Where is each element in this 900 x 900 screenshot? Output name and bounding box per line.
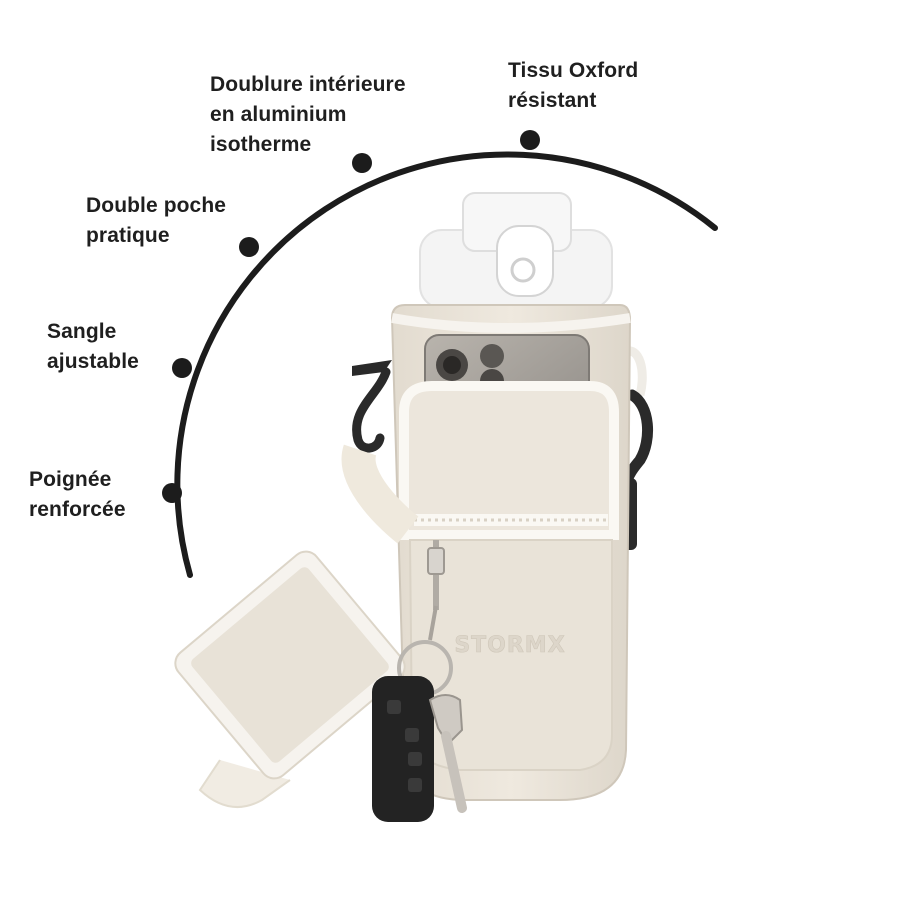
arc-dot-poche: [239, 237, 259, 257]
arc-dot-tissu: [520, 130, 540, 150]
feature-label-doublure-line-2: en aluminium: [210, 103, 347, 126]
feature-label-sangle-line-1: Sangle: [47, 320, 117, 343]
arc-dot-poignee: [162, 483, 182, 503]
feature-label-tissu-line-2: résistant: [508, 89, 597, 112]
svg-text:STORMX: STORMX: [454, 633, 565, 658]
feature-label-poche-line-1: Double poche: [86, 194, 227, 217]
feature-label-poignee: Poignée renforcée: [29, 465, 126, 525]
feature-label-doublure-line-3: isotherme: [210, 133, 312, 156]
arc-dot-sangle: [172, 358, 192, 378]
feature-emphasis-oxford: Oxford: [568, 59, 639, 82]
feature-label-doublure: Doublure intérieure en aluminium isother…: [210, 70, 406, 160]
feature-label-poche: Double poche pratique: [86, 191, 226, 251]
handle-pad: [174, 444, 419, 808]
strap-clip-left: [352, 360, 392, 453]
feature-label-sangle-line-2: ajustable: [47, 350, 139, 373]
feature-text: Tissu: [508, 59, 569, 82]
feature-label-poignee-line-1: Poignée: [29, 468, 112, 491]
feature-arc: [174, 151, 718, 578]
feature-label-poche-line-2: pratique: [86, 224, 170, 247]
feature-label-poignee-line-2: renforcée: [29, 498, 126, 521]
bottle-lid: [419, 192, 613, 309]
feature-label-sangle: Sangle ajustable: [47, 317, 139, 377]
arc-dot-doublure: [352, 153, 372, 173]
feature-label-tissu: Tissu Oxford résistant: [508, 56, 638, 116]
feature-label-doublure-line-1: Doublure intérieure: [210, 73, 406, 96]
keychain: [372, 540, 467, 822]
feature-label-tissu-line-1: Tissu Oxford: [508, 56, 638, 86]
